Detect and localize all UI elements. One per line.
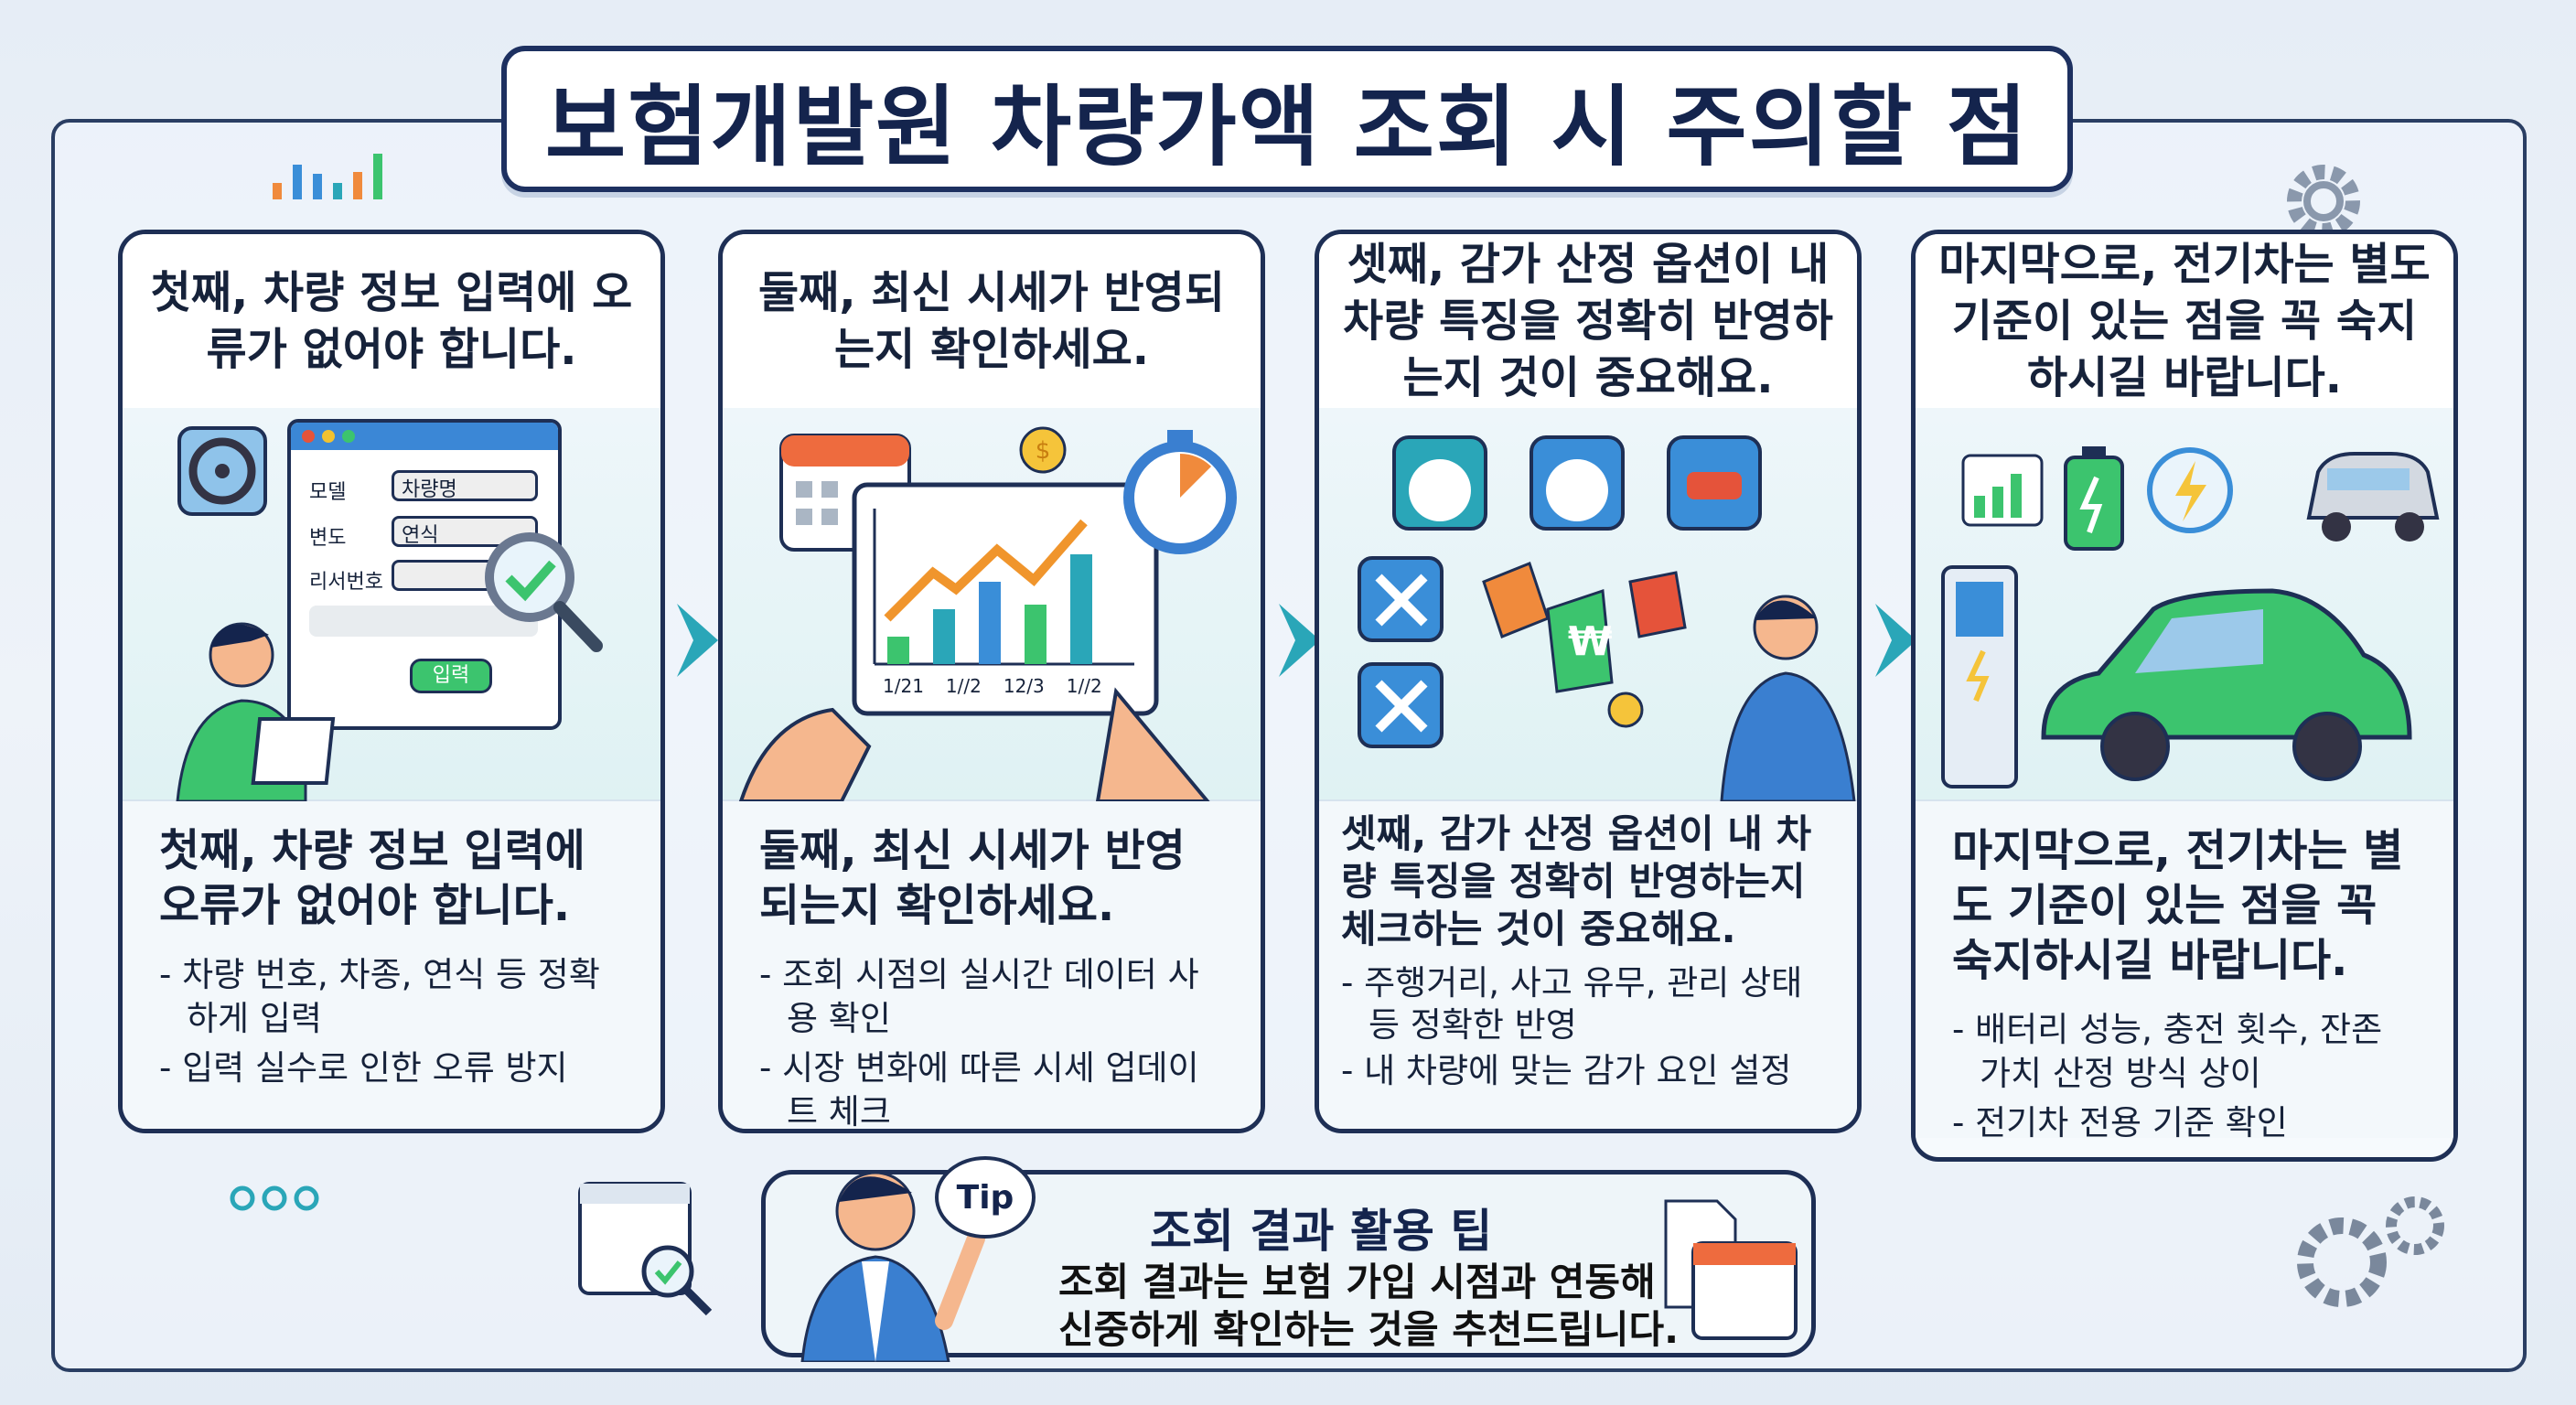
- x-tick-label: 1//2: [1066, 675, 1102, 697]
- window-titlebar: [291, 423, 558, 450]
- won-symbol: ₩: [1568, 618, 1613, 665]
- tip-speech-bubble: Tip: [935, 1156, 1036, 1239]
- x-tick-label: 12/3: [1003, 675, 1045, 697]
- bullet-item: - 전기차 전용 기준 확인: [1952, 1103, 2288, 1142]
- magnifier-check-icon: [485, 532, 603, 652]
- stopwatch-icon: [1123, 430, 1237, 554]
- chevron-right-icon: [1279, 604, 1320, 677]
- card-body: 마지막으로, 전기차는 별도 기준이 있는 점을 꼭 숙지하시길 바랍니다. -…: [1916, 801, 2453, 1142]
- won-price-tags: [1482, 562, 1687, 728]
- title-banner: 보험개발원 차량가액 조회 시 주의할 점: [501, 46, 2073, 192]
- page-title: 보험개발원 차량가액 조회 시 주의할 점: [544, 75, 2030, 178]
- card-latest-price: 둘째, 최신 시세가 반영되는지 확인하세요. 1/21 1//2 12/3 1//2…: [718, 230, 1265, 1133]
- person-pointing: [1720, 595, 1856, 801]
- card-title: 마지막으로, 전기차는 별도 기준이 있는 점을 꼭 숙지하시길 바랍니다.: [1916, 234, 2453, 408]
- card-depreciation: 셋째, 감가 산정 옵션이 내 차량 특징을 정확히 반영하는지 것이 중요해요…: [1315, 230, 1862, 1133]
- tip-title: 조회 결과 활용 팁: [1150, 1205, 1493, 1258]
- chevron-right-icon: [1875, 604, 1916, 677]
- chart-axis-labels: 1/21 1//2 12/3 1//2: [883, 675, 1102, 697]
- label-number: 리서번호: [309, 571, 383, 594]
- card-heading: 셋째, 감가 산정 옵션이 내 차량 특징을 정확히 반영하는지 체크하는 것이…: [1341, 811, 1812, 951]
- dots-decoration: [230, 1185, 319, 1211]
- svg-text:$: $: [1036, 437, 1051, 465]
- charging-station-icon: [1941, 565, 2018, 788]
- card-body: 셋째, 감가 산정 옵션이 내 차량 특징을 정확히 반영하는지 체크하는 것이…: [1319, 801, 1857, 1129]
- document-calendar-icon: [1664, 1199, 1798, 1340]
- ev-illustration: [1916, 408, 2453, 801]
- bullet-item: - 주행거리, 사고 유무, 관리 상태 등 정확한 반영: [1341, 963, 1803, 1045]
- advisor-person: [800, 1171, 985, 1362]
- tip-line: 조회 결과는 보험 가입 시점과 연동해: [1058, 1260, 1656, 1304]
- card-heading: 첫째, 차량 정보 입력에 오류가 없어야 합니다.: [159, 825, 585, 931]
- mini-chart-icon: [1961, 454, 2044, 527]
- bullet-item: - 배터리 성능, 충전 횟수, 잔존 가치 산정 방식 상이: [1952, 1010, 2383, 1093]
- depreciation-illustration: ₩: [1319, 408, 1857, 801]
- person-at-laptop: [176, 622, 336, 801]
- gauge-icons: [1392, 435, 1762, 531]
- card-title: 셋째, 감가 산정 옵션이 내 차량 특징을 정확히 반영하는지 것이 중요해요…: [1319, 234, 1857, 408]
- dollar-coin-icon: $: [1019, 426, 1067, 474]
- lightning-icon: [2147, 447, 2233, 533]
- x-tick-label: 1/21: [883, 675, 924, 697]
- chevron-right-icon: [677, 604, 718, 677]
- bullet-item: - 내 차량에 맞는 감가 요인 설정: [1341, 1051, 1792, 1090]
- electric-car: [2041, 588, 2412, 781]
- model-input[interactable]: 차량명: [392, 470, 538, 501]
- bullet-item: - 입력 실수로 인한 오류 방지: [159, 1048, 568, 1088]
- bullet-item: - 시장 변화에 따른 시세 업데이트 체크: [759, 1048, 1199, 1132]
- form-illustration: 모델 차량명 변도 연식 리서번호 입력: [123, 408, 660, 801]
- gears-icon: [2297, 1196, 2444, 1307]
- card-electric-vehicle: 마지막으로, 전기차는 별도 기준이 있는 점을 꼭 숙지하시길 바랍니다. 마…: [1911, 230, 2458, 1162]
- card-vehicle-info: 첫째, 차량 정보 입력에 오류가 없어야 합니다. 모델 차량명 변도 연식 …: [118, 230, 665, 1133]
- card-title: 둘째, 최신 시세가 반영되는지 확인하세요.: [723, 234, 1261, 408]
- card-heading: 둘째, 최신 시세가 반영되는지 확인하세요.: [759, 825, 1186, 931]
- bar-chart-icon: [273, 154, 382, 199]
- car-icon: [2306, 452, 2440, 542]
- chart-illustration: 1/21 1//2 12/3 1//2 $: [723, 408, 1261, 801]
- card-body: 첫째, 차량 정보 입력에 오류가 없어야 합니다. - 차량 번호, 차종, …: [123, 801, 660, 1129]
- submit-button[interactable]: 입력: [410, 659, 492, 693]
- steering-wheel-icon: [177, 426, 267, 516]
- card-heading: 마지막으로, 전기차는 별도 기준이 있는 점을 꼭 숙지하시길 바랍니다.: [1952, 825, 2404, 986]
- label-model: 모델: [309, 481, 347, 504]
- label-year: 변도: [309, 527, 347, 550]
- x-tick-label: 1//2: [945, 675, 982, 697]
- tools-icons: [1358, 556, 1444, 748]
- tip-line: 신중하게 확인하는 것을 추천드립니다.: [1058, 1307, 1680, 1352]
- battery-icon: [2064, 446, 2124, 551]
- card-title: 첫째, 차량 정보 입력에 오류가 없어야 합니다.: [123, 234, 660, 408]
- card-body: 둘째, 최신 시세가 반영되는지 확인하세요. - 조회 시점의 실시간 데이터…: [723, 801, 1261, 1132]
- bullet-item: - 차량 번호, 차종, 연식 등 정확하게 입력: [159, 955, 600, 1038]
- blank-input[interactable]: [309, 606, 538, 637]
- price-chart: [852, 482, 1159, 716]
- year-input[interactable]: 연식: [392, 516, 538, 547]
- browser-check-icon: [578, 1182, 713, 1316]
- hands-holding-chart: [738, 687, 1210, 801]
- bullet-item: - 조회 시점의 실시간 데이터 사용 확인: [759, 955, 1199, 1038]
